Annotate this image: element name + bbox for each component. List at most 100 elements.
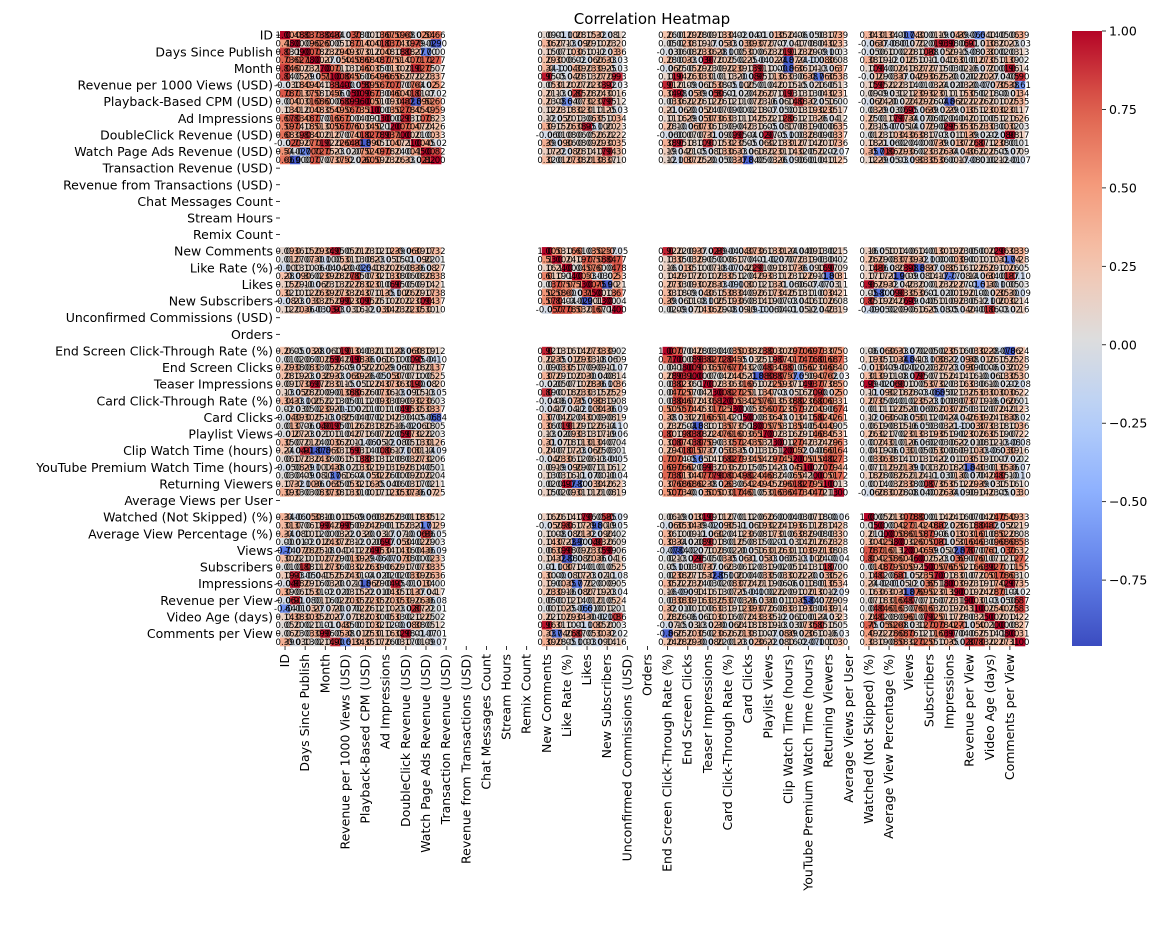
heatmap-cell (863, 72, 875, 82)
heatmap-cell (612, 122, 623, 132)
heatmap-cell (290, 80, 301, 90)
heatmap-cell (994, 105, 1006, 115)
heatmap-cell (431, 114, 442, 123)
heatmap-cell (702, 80, 714, 90)
heatmap-cell (884, 97, 895, 107)
heatmap-cell (300, 64, 311, 73)
heatmap-cell (370, 122, 381, 132)
heatmap-cell (722, 39, 734, 48)
heatmap-cell (712, 64, 724, 73)
heatmap-cell (672, 97, 684, 107)
heatmap-cell (350, 80, 361, 90)
heatmap-cell (873, 64, 885, 73)
heatmap-cell (783, 55, 794, 65)
heatmap-cell (1014, 31, 1026, 40)
heatmap-cell (300, 97, 311, 107)
heatmap-cell (682, 80, 694, 90)
heatmap-cell (662, 97, 673, 107)
heatmap-cell (592, 47, 603, 57)
heatmap-cell (934, 64, 945, 73)
heatmap-cell (1004, 105, 1016, 115)
heatmap-cell (682, 39, 694, 48)
heatmap-cell (873, 39, 885, 48)
heatmap-cell (712, 105, 724, 115)
heatmap-cell (763, 31, 774, 40)
heatmap-cell (712, 89, 724, 98)
heatmap-cell (813, 89, 824, 98)
heatmap-cell (330, 47, 341, 57)
heatmap-cell (350, 39, 361, 48)
heatmap-cell (410, 122, 422, 132)
heatmap-cell (561, 114, 573, 123)
heatmap-cell (400, 72, 412, 82)
heatmap-cell (783, 89, 794, 98)
heatmap-cell (743, 64, 754, 73)
heatmap-cell (330, 114, 341, 123)
heatmap-cell (813, 97, 824, 107)
heatmap-cell (793, 122, 804, 132)
heatmap-cell (793, 80, 804, 90)
heatmap-cell (561, 39, 573, 48)
heatmap-cell (602, 47, 613, 57)
heatmap-cell (1004, 89, 1016, 98)
heatmap-cell (753, 72, 764, 82)
heatmap-cell (330, 55, 341, 65)
heatmap-cell (340, 72, 351, 82)
heatmap-cell (370, 55, 381, 65)
heatmap-cell (743, 31, 754, 40)
heatmap-cell (541, 97, 553, 107)
heatmap-cell (380, 80, 392, 90)
heatmap-cell (964, 97, 975, 107)
heatmap-cell (400, 89, 412, 98)
heatmap-cell (863, 55, 875, 65)
heatmap-cell (330, 64, 341, 73)
heatmap-cell (934, 114, 945, 123)
heatmap-cell (602, 80, 613, 90)
heatmap-cell (1004, 31, 1016, 40)
heatmap-cell (571, 64, 583, 73)
heatmap-cell (310, 130, 321, 140)
heatmap-cell (380, 31, 392, 40)
heatmap-cell (682, 31, 694, 40)
heatmap-cell (672, 47, 684, 57)
heatmap-cell (330, 122, 341, 132)
heatmap-cell (390, 122, 402, 132)
heatmap-cell (300, 89, 311, 98)
heatmap-cell (823, 122, 835, 132)
heatmap-cell (753, 64, 764, 73)
heatmap-cell (420, 47, 432, 57)
heatmap-cell (431, 64, 442, 73)
heatmap-cell (954, 47, 965, 57)
heatmap-cell (280, 72, 291, 82)
heatmap-cell (733, 55, 744, 65)
heatmap-cell (773, 122, 784, 132)
heatmap-cell (712, 72, 724, 82)
heatmap-cell (884, 80, 895, 90)
heatmap-cell (350, 47, 361, 57)
heatmap-cell (984, 64, 996, 73)
heatmap-cell (904, 55, 915, 65)
heatmap-cell (280, 39, 291, 48)
heatmap-cell (984, 89, 996, 98)
heatmap-cell (984, 55, 996, 65)
heatmap-cell (420, 31, 432, 40)
heatmap-cell (763, 89, 774, 98)
heatmap-cell (964, 39, 975, 48)
heatmap-cell (823, 114, 835, 123)
heatmap-cell (743, 47, 754, 57)
heatmap-cell (833, 122, 845, 132)
heatmap-cell (894, 105, 905, 115)
heatmap-cell (914, 31, 925, 40)
heatmap-cell (803, 114, 814, 123)
heatmap-cell (300, 72, 311, 82)
heatmap-cell (420, 105, 432, 115)
heatmap-cell (733, 39, 744, 48)
heatmap-cell (561, 31, 573, 40)
heatmap-cell (803, 47, 814, 57)
heatmap-cell (904, 97, 915, 107)
heatmap-cell (863, 80, 875, 90)
heatmap-cell (431, 89, 442, 98)
chart-title: Correlation Heatmap (574, 10, 730, 28)
heatmap-cell (420, 114, 432, 123)
heatmap-cell (431, 122, 442, 132)
